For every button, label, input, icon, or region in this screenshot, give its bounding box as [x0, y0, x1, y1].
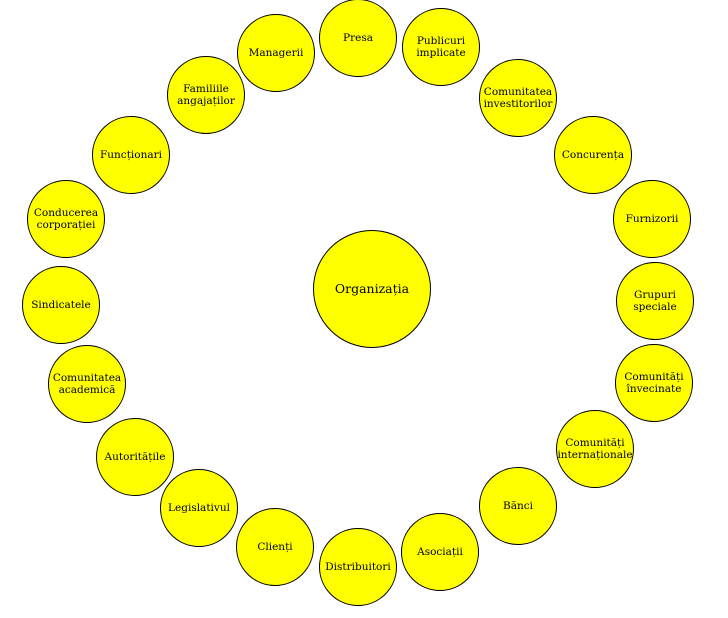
stakeholder-node-functionari: Funcționari — [92, 116, 170, 194]
stakeholder-label: Sindicatele — [31, 298, 91, 311]
stakeholder-node-managerii: Managerii — [237, 14, 315, 92]
stakeholder-node-presa: Presa — [319, 0, 397, 77]
center-node-label: Organizația — [334, 280, 410, 296]
stakeholder-node-banci: Bănci — [479, 467, 557, 545]
stakeholder-node-legislativul: Legislativul — [160, 469, 238, 547]
stakeholder-label: Clienți — [257, 540, 293, 553]
center-node-organizatia: Organizația — [313, 230, 431, 348]
stakeholder-node-clienti: Clienți — [236, 508, 314, 586]
stakeholder-label: Managerii — [248, 46, 304, 59]
stakeholder-label: Funcționari — [100, 148, 162, 161]
stakeholder-node-autoritatile: Autoritățile — [96, 418, 174, 496]
stakeholder-label: Asociații — [417, 545, 463, 558]
stakeholder-label: Distribuitori — [325, 560, 391, 573]
stakeholder-node-furnizorii: Furnizorii — [613, 180, 691, 258]
stakeholder-label: Furnizorii — [625, 212, 679, 225]
stakeholder-node-sindicatele: Sindicatele — [22, 266, 100, 344]
stakeholder-node-concurenta: Concurența — [554, 116, 632, 194]
stakeholder-label: Autoritățile — [104, 450, 166, 463]
stakeholder-node-distribuitori: Distribuitori — [319, 528, 397, 606]
stakeholder-label: Bănci — [503, 499, 533, 512]
stakeholder-label: Concurența — [561, 148, 625, 161]
stakeholder-label: Legislativul — [168, 501, 230, 514]
stakeholder-node-asociatii: Asociații — [401, 513, 479, 591]
stakeholder-label: Presa — [343, 31, 373, 44]
